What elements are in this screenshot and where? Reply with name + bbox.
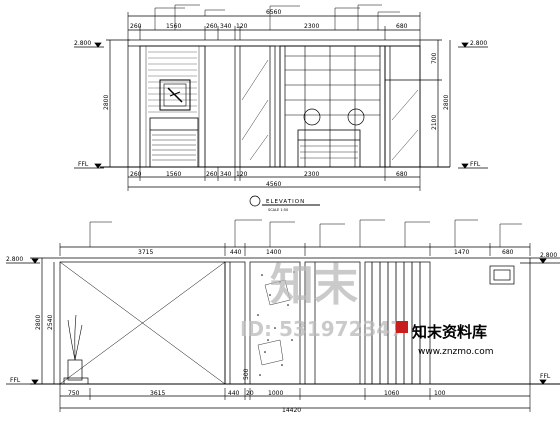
e1-bottom-total: 4560 [266,181,281,188]
e1-height-left: 2800 [103,95,110,110]
e1-bottom-dim-0: 260 [130,171,142,178]
e2-bottom-total: 14420 [282,407,301,414]
e1-scale: SCALE 1:50 [268,208,288,212]
e1-top-dim-6: 680 [396,23,408,30]
e1-title: ELEVATION [266,199,305,205]
e2-bottom-dim-6: 100 [434,390,446,397]
e2-height-left-b: 2540 [47,315,54,330]
e1-bottom-dim-3: 340 [220,171,232,178]
znzmo-logo-icon [396,321,408,333]
e1-top-dim-0: 260 [130,23,142,30]
e2-bottom-dim-0: 750 [68,390,80,397]
e2-top-dim-4: 680 [502,249,514,256]
e1-level-ffl-right: FFL [470,161,481,168]
e2-bottom-dim-4: 1000 [268,390,283,397]
e1-top-dim-5: 2300 [304,23,319,30]
e2-height-mid: 500 [243,368,250,380]
e1-top-dim-2: 260 [206,23,218,30]
e1-level-ffl-left: FFL [78,161,89,168]
e1-top-dim-1: 1560 [166,23,181,30]
e2-bottom-dim-1: 3615 [150,390,165,397]
e2-height-left-a: 2800 [35,315,42,330]
e1-bottom-dim-4: 120 [236,171,248,178]
e1-height-right-a: 700 [431,52,438,64]
e2-top-dim-2: 1400 [266,249,281,256]
e1-bottom-dim-6: 680 [396,171,408,178]
e1-bottom-dim-5: 2300 [304,171,319,178]
e2-bottom-dim-2: 440 [228,390,240,397]
e1-top-total: 6560 [266,9,281,16]
e1-height-right-total: 2800 [443,95,450,110]
e2-level-top-left: 2.800 [6,256,23,263]
e1-bottom-dim-2: 260 [206,171,218,178]
e2-top-dim-1: 440 [230,249,242,256]
watermark: 知末 ID: 531972347 知末资料库 www.znzmo.com [240,260,493,357]
watermark-id: ID: 531972347 [240,317,404,341]
e1-height-right-b: 2100 [431,115,438,130]
e1-top-dim-3: 340 [220,23,232,30]
watermark-site-name: 知末资料库 [412,323,487,341]
e2-top-dim-0: 3715 [138,249,153,256]
e1-top-dim-4: 120 [236,23,248,30]
e2-level-ffl-right: FFL [540,373,551,380]
watermark-logo: 知末 [270,260,358,311]
e1-level-top-left: 2.800 [74,40,91,47]
e2-level-ffl-left: FFL [10,377,21,384]
e2-level-top-right: 2.800 [540,252,557,259]
e1-bottom-dim-1: 1560 [166,171,181,178]
e2-top-dim-3: 1470 [454,249,469,256]
e2-bottom-dim-3: 20 [246,390,254,397]
e2-bottom-dim-5: 1060 [384,390,399,397]
e1-level-top-right: 2.800 [470,40,487,47]
watermark-site-url: www.znzmo.com [418,347,493,357]
